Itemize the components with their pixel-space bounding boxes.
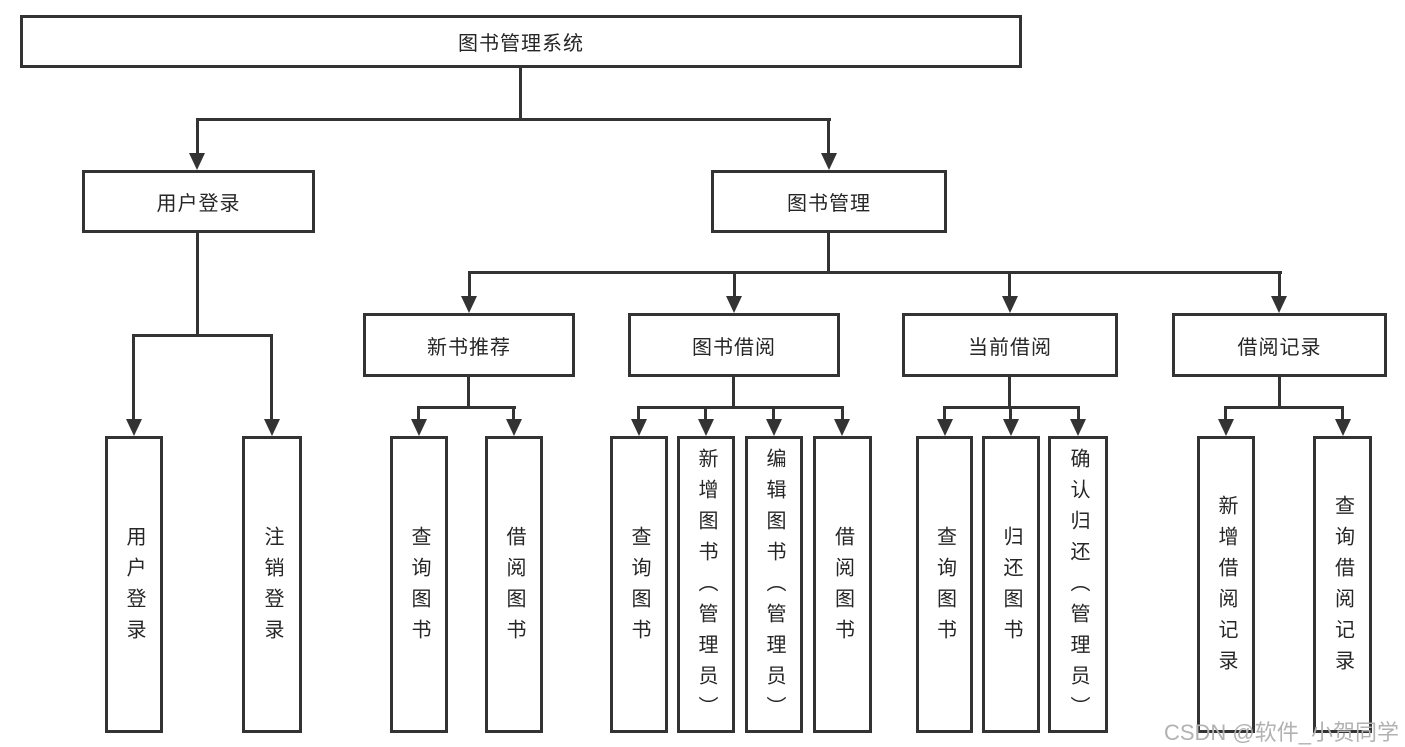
arrow-down-icon [264,419,280,436]
leaf-return-books: 归还图书 [982,436,1040,733]
leaf-edit-books-admin: 编辑图书（管理员） [745,436,803,733]
arrow-down-icon [1335,419,1351,436]
node-library-management-system: 图书管理系统 [20,15,1022,68]
node-borrowing-records: 借阅记录 [1172,313,1387,377]
arrow-down-icon [834,419,850,436]
connector-line [468,271,1282,274]
arrow-down-icon [1002,296,1018,313]
connector-line [467,377,470,408]
arrow-down-icon [461,296,477,313]
arrow-down-icon [189,153,205,170]
leaf-user-login: 用户登录 [105,436,163,733]
node-user-login: 用户登录 [82,170,315,233]
connector-line [1009,406,1012,420]
node-current-borrowing: 当前借阅 [902,313,1118,377]
node-new-book-recommendation: 新书推荐 [363,313,575,377]
arrow-down-icon [411,419,427,436]
connector-line [196,118,199,154]
connector-line [417,406,420,420]
arrow-down-icon [726,296,742,313]
arrow-down-icon [506,419,522,436]
leaf-logout: 注销登录 [242,436,302,733]
connector-line [827,233,830,274]
connector-line [417,406,516,409]
connector-line [1008,377,1011,408]
leaf-add-books-admin: 新增图书（管理员） [677,436,735,733]
leaf-add-borrow-record: 新增借阅记录 [1197,436,1255,733]
arrow-down-icon [631,419,647,436]
leaf-borrow-books-recommend: 借阅图书 [485,436,543,733]
leaf-query-books-recommend: 查询图书 [390,436,448,733]
arrow-down-icon [1070,419,1086,436]
connector-line [827,118,830,154]
arrow-down-icon [821,153,837,170]
leaf-borrow-books-borrowing: 借阅图书 [813,436,872,733]
connector-line [733,271,736,298]
arrow-down-icon [698,419,714,436]
arrow-down-icon [1003,419,1019,436]
connector-line [468,271,471,298]
connector-line [196,233,199,336]
leaf-query-books-borrowing: 查询图书 [610,436,668,733]
connector-line [132,334,135,420]
node-book-borrowing: 图书借阅 [628,313,840,377]
connector-line [1224,406,1344,409]
leaf-confirm-return-admin: 确认归还（管理员） [1048,436,1108,733]
connector-line [943,406,946,420]
arrow-down-icon [1271,296,1287,313]
connector-line [512,406,515,420]
connector-line [519,68,522,120]
connector-line [732,377,735,408]
connector-line [1077,406,1080,420]
arrow-down-icon [766,419,782,436]
connector-line [132,334,273,337]
leaf-query-books-current: 查询图书 [916,436,973,733]
connector-line [637,406,640,420]
node-book-management: 图书管理 [711,170,947,233]
connector-line [270,334,273,420]
arrow-down-icon [126,419,142,436]
arrow-down-icon [1218,419,1234,436]
leaf-query-borrow-record: 查询借阅记录 [1313,436,1372,733]
connector-line [1278,271,1281,298]
connector-line [196,118,831,121]
connector-line [841,406,844,420]
connector-line [1224,406,1227,420]
connector-line [637,406,844,409]
arrow-down-icon [937,419,953,436]
connector-line [772,406,775,420]
connector-line [704,406,707,420]
connector-line [1341,406,1344,420]
connector-line [1278,377,1281,408]
connector-line [1008,271,1011,298]
watermark: CSDN @软件_小贺同学 [1163,720,1399,745]
